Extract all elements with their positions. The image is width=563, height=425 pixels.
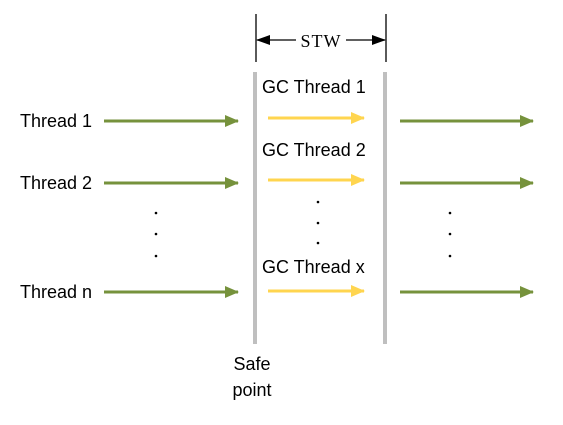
thread-2-label: Thread 2 bbox=[20, 173, 92, 193]
gc-thread-x-label: GC Thread x bbox=[262, 257, 365, 277]
safepoint-label-line-1: Safe bbox=[233, 354, 270, 374]
thread-n-label: Thread n bbox=[20, 282, 92, 302]
gc-thread-1-label: GC Thread 1 bbox=[262, 77, 366, 97]
gc-threads-ellipsis-dots bbox=[316, 200, 320, 245]
thread-1-label: Thread 1 bbox=[20, 111, 92, 131]
threads-after-ellipsis-dots bbox=[448, 211, 452, 258]
stw-label: STW bbox=[301, 31, 342, 51]
gc-thread-2-label: GC Thread 2 bbox=[262, 140, 366, 160]
safepoint-label-line-2: point bbox=[232, 380, 271, 400]
threads-ellipsis-dots bbox=[154, 211, 158, 258]
